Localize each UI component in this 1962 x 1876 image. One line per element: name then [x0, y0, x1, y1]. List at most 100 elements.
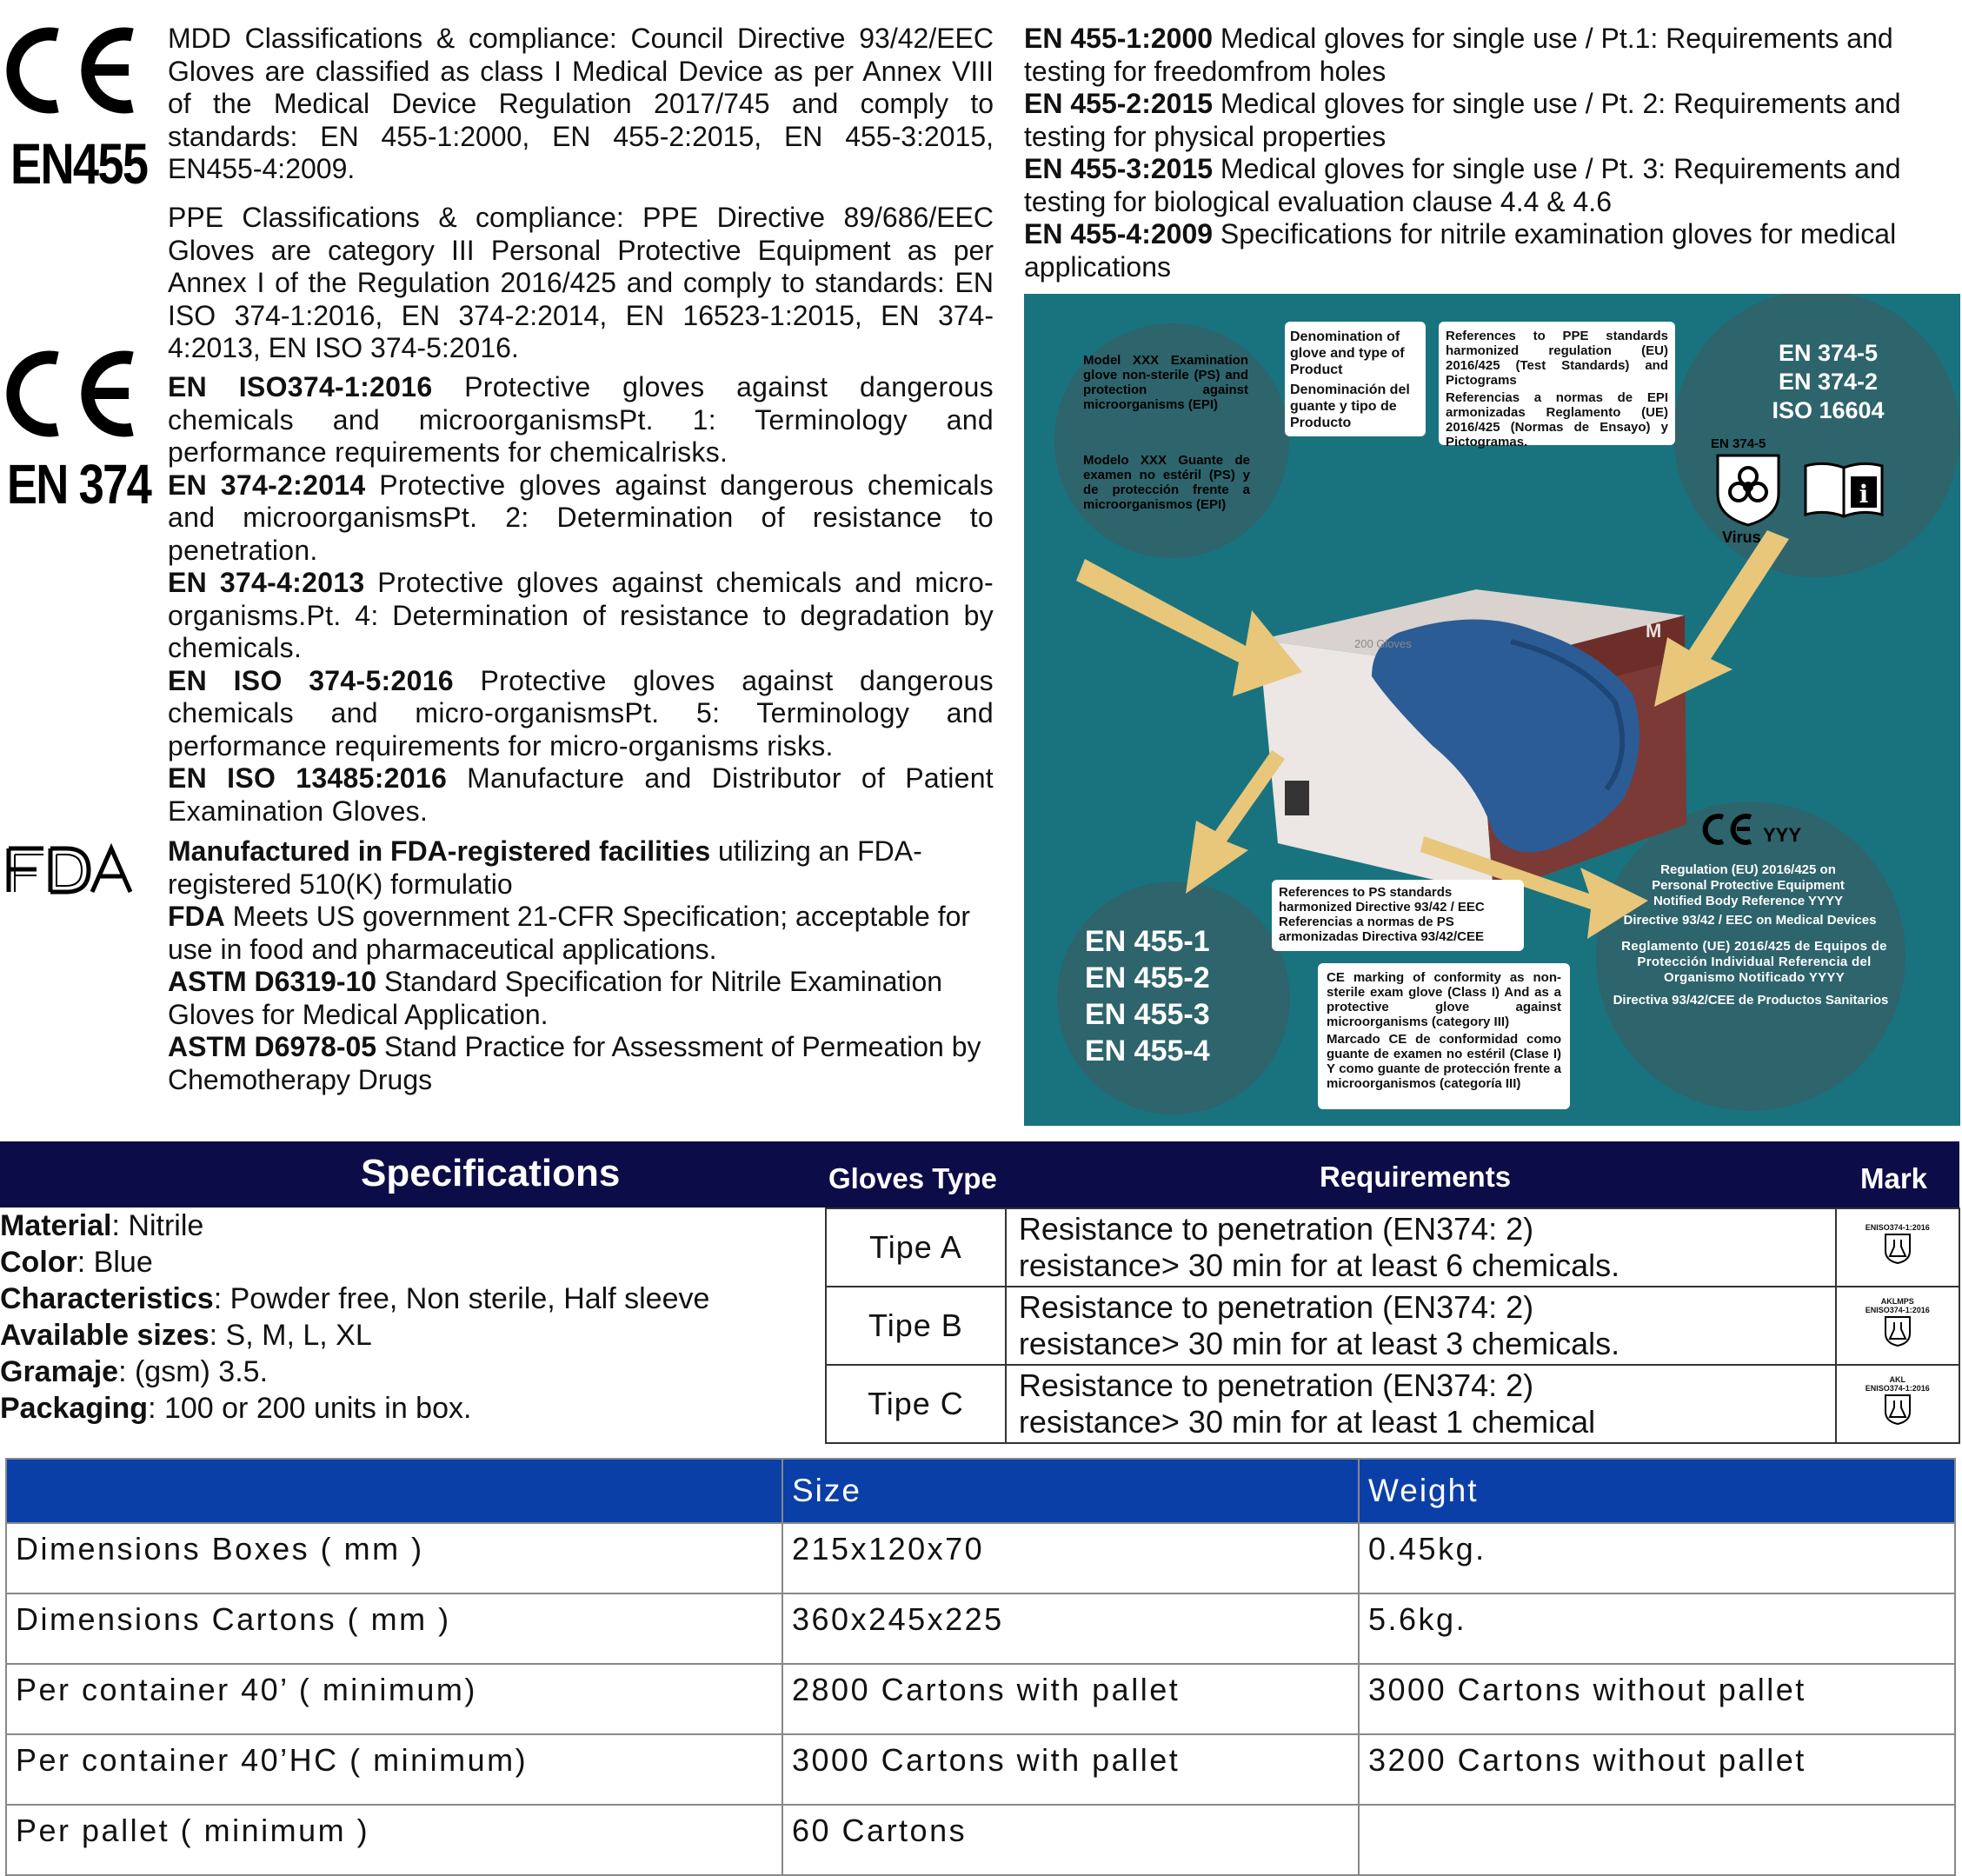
spec-item: Characteristics: Powder free, Non steril… — [0, 1282, 710, 1315]
table-row: Per container 40’ ( minimum) 2800 Carton… — [5, 1663, 1956, 1735]
column-header: Size — [781, 1458, 1360, 1524]
ppe-standards-circle — [1673, 294, 1960, 577]
glove-type-cell: Tipe B — [825, 1286, 1007, 1366]
table-cell: Per container 40’ ( minimum) — [5, 1663, 783, 1735]
model-circle — [1054, 323, 1289, 558]
en455-circle — [1057, 881, 1290, 1114]
fda-logo-icon — [6, 843, 133, 895]
specifications-header: Specifications Gloves Type Requirements … — [0, 1141, 1959, 1207]
table-cell: 360x245x225 — [781, 1593, 1360, 1665]
ce-marking-card: CE marking of conformity as non-sterile … — [1318, 963, 1570, 1109]
ppe-standard-2: EN 374-2 — [1778, 369, 1879, 395]
standard-item: EN ISO 13485:2016 Manufacture and Distri… — [168, 762, 994, 827]
en455-standards-list: EN 455-1:2000 Medical gloves for single … — [1024, 23, 1947, 283]
model-text-es: Modelo XXX Guante de examen no estéril (… — [1083, 453, 1250, 512]
en455-item: EN 455-3:2015 Medical gloves for single … — [1024, 153, 1901, 217]
flask-shield-icon — [1884, 1394, 1911, 1425]
table-cell: 5.6kg. — [1358, 1593, 1956, 1665]
directive-es-text: Directiva 93/42/CEE de Productos Sanitar… — [1613, 993, 1889, 1008]
table-cell: Per container 40’HC ( minimum) — [5, 1733, 783, 1806]
table-row: Dimensions Cartons ( mm ) 360x245x225 5.… — [5, 1593, 1956, 1665]
ppe-references-es: Referencias a normas de EPI armonizadas … — [1446, 390, 1668, 449]
label-infographic: M 200 Gloves Model XXX Examination glove… — [1024, 294, 1960, 1126]
denomination-card: Denomination of glove and type of Produc… — [1285, 322, 1426, 436]
ps-references-en: References to PS standards harmonized Di… — [1279, 885, 1485, 915]
spec-item: Color: Blue — [0, 1246, 153, 1279]
directive-en-text: Directive 93/42 / EEC on Medical Devices — [1623, 913, 1877, 928]
ps-references-es: Referencias a normas de PS armonizadas D… — [1279, 915, 1484, 944]
table-row: Tipe C Resistance to penetration (EN374:… — [825, 1364, 1961, 1444]
ppe-standard-1: EN 374-5 — [1778, 340, 1879, 366]
svg-text:i: i — [1859, 480, 1869, 509]
table-cell: 3000 Cartons without pallet — [1358, 1663, 1956, 1735]
specifications-title: Specifications — [361, 1152, 621, 1194]
table-header-row: Size Weight — [5, 1458, 1956, 1524]
requirement-line: resistance> 30 min for at least 3 chemic… — [1018, 1326, 1620, 1361]
table-cell — [1358, 1804, 1956, 1876]
gloves-type-header: Gloves Type — [828, 1162, 997, 1194]
ce-mark-icon — [6, 27, 134, 114]
table-cell: 215x120x70 — [781, 1522, 1360, 1594]
mark-cell: ENISO374-1:2016 — [1834, 1207, 1961, 1287]
spec-item: Gramaje: (gsm) 3.5. — [0, 1355, 269, 1388]
table-cell: 3200 Cartons without pallet — [1358, 1733, 1956, 1806]
en455-4: EN 455-4 — [1085, 1034, 1210, 1068]
standard-item: EN ISO 374-5:2016 Protective gloves agai… — [168, 664, 994, 762]
table-cell: 2800 Cartons with pallet — [781, 1663, 1360, 1735]
standards-list: EN ISO374-1:2016 Protective gloves again… — [168, 371, 994, 828]
ce-mark-icon — [6, 350, 134, 437]
requirement-line: resistance> 30 min for at least 1 chemic… — [1018, 1404, 1596, 1440]
fda-list: Manufactured in FDA-registered facilitie… — [168, 835, 994, 1096]
mark-letters-label: AKL — [1889, 1374, 1906, 1384]
pictogram-en374-label: EN 374-5 — [1711, 436, 1766, 451]
en455-item: EN 455-1:2000 Medical gloves for single … — [1024, 23, 1893, 87]
column-header: Weight — [1358, 1458, 1956, 1524]
fda-item: FDA Meets US government 21-CFR Specifica… — [168, 901, 971, 965]
table-row: Per container 40’HC ( minimum) 3000 Cart… — [5, 1733, 1956, 1806]
table-cell: 60 Cartons — [781, 1804, 1360, 1876]
ce-mark-icon — [1702, 814, 1752, 845]
standard-item: EN ISO374-1:2016 Protective gloves again… — [168, 371, 994, 468]
mark-header: Mark — [1860, 1162, 1928, 1194]
denomination-en: Denomination of glove and type of Produc… — [1290, 329, 1405, 377]
standard-item: EN 374-2:2014 Protective gloves against … — [168, 469, 994, 566]
ppe-compliance-text: PPE Classifications & compliance: PPE Di… — [168, 202, 994, 365]
spec-item: Packaging: 100 or 200 units in box. — [0, 1392, 472, 1425]
column-header — [5, 1458, 783, 1524]
mark-standard-label: ENISO374-1:2016 — [1865, 1222, 1930, 1232]
spec-item: Available sizes: S, M, L, XL — [0, 1319, 372, 1352]
virus-label: Virus — [1722, 529, 1761, 546]
requirement-cell: Resistance to penetration (EN374: 2) res… — [1004, 1207, 1837, 1287]
en455-standards: EN 455-1 EN 455-2 EN 455-3 EN 455-4 — [1085, 923, 1210, 1069]
ppe-standard-3: ISO 16604 — [1772, 397, 1885, 423]
model-text-en: Model XXX Examination glove non-sterile … — [1083, 353, 1248, 412]
glove-type-cell: Tipe A — [825, 1207, 1007, 1287]
requirement-cell: Resistance to penetration (EN374: 2) res… — [1004, 1286, 1837, 1366]
ppe-paragraph: PPE Classifications & compliance: PPE Di… — [168, 202, 994, 363]
requirement-line: Resistance to penetration (EN374: 2) — [1018, 1367, 1534, 1403]
table-cell: Per pallet ( minimum ) — [5, 1804, 783, 1876]
en455-3: EN 455-3 — [1085, 998, 1210, 1031]
denomination-es: Denominación del guante y tipo de Produc… — [1290, 383, 1410, 430]
table-row: Tipe B Resistance to penetration (EN374:… — [825, 1286, 1961, 1366]
table-cell: 0.45kg. — [1358, 1522, 1956, 1594]
ce-en455-label: EN455 — [10, 131, 149, 196]
regulation-en-text: Regulation (EU) 2016/425 on Personal Pro… — [1652, 862, 1845, 908]
requirement-line: resistance> 30 min for at least 6 chemic… — [1018, 1247, 1620, 1283]
table-cell: 3000 Cartons with pallet — [781, 1733, 1360, 1806]
standard-item: EN 374-4:2013 Protective gloves against … — [168, 567, 994, 663]
table-row: Dimensions Boxes ( mm ) 215x120x70 0.45k… — [5, 1522, 1956, 1594]
product-box-illustration — [1076, 530, 1789, 939]
en455-1: EN 455-1 — [1085, 925, 1210, 958]
ps-references-card: References to PS standards harmonized Di… — [1272, 880, 1524, 951]
specifications-list: Material: Nitrile Color: Blue Characteri… — [0, 1207, 709, 1427]
fda-item: ASTM D6978-05 Stand Practice for Assessm… — [168, 1031, 981, 1095]
mdd-paragraph: MDD Classifications & compliance: Counci… — [168, 23, 994, 184]
mark-cell: AKL ENISO374-1:2016 — [1834, 1364, 1961, 1444]
flask-shield-icon — [1884, 1233, 1911, 1264]
mark-standard-label: ENISO374-1:2016 — [1865, 1305, 1930, 1314]
ce-regulation-circle — [1596, 802, 1905, 1111]
requirements-header: Requirements — [1320, 1161, 1512, 1193]
spec-item: Material: Nitrile — [0, 1209, 204, 1242]
requirement-line: Resistance to penetration (EN374: 2) — [1018, 1211, 1534, 1247]
